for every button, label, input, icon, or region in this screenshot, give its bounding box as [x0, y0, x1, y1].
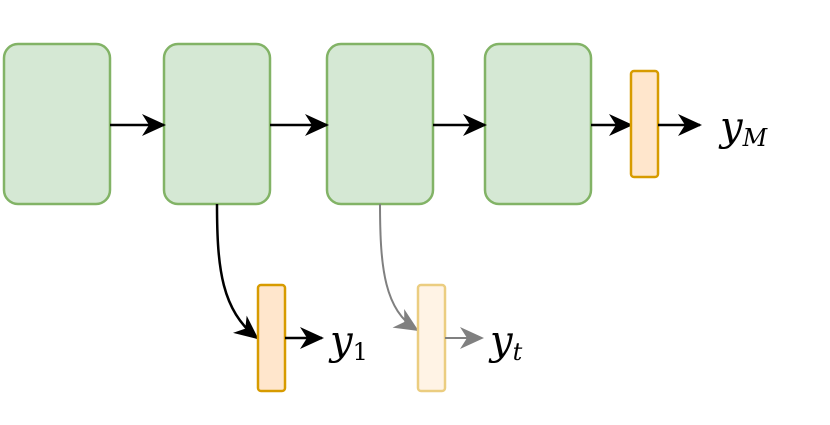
exit1-output-label: y1 — [328, 318, 368, 366]
block-4 — [483, 42, 593, 206]
exit-t-output-label: yt — [488, 318, 523, 366]
arrow-block2-to-exit1-head — [215, 203, 259, 340]
exit1-head — [256, 283, 287, 393]
block-1 — [2, 42, 112, 206]
exit-t-head — [416, 283, 447, 393]
arrow-block3-to-exit-t-head — [379, 203, 419, 332]
block-2 — [162, 42, 272, 206]
final-exit-head — [629, 69, 660, 179]
final-output-label: yM — [718, 104, 769, 152]
block-3 — [325, 42, 435, 206]
